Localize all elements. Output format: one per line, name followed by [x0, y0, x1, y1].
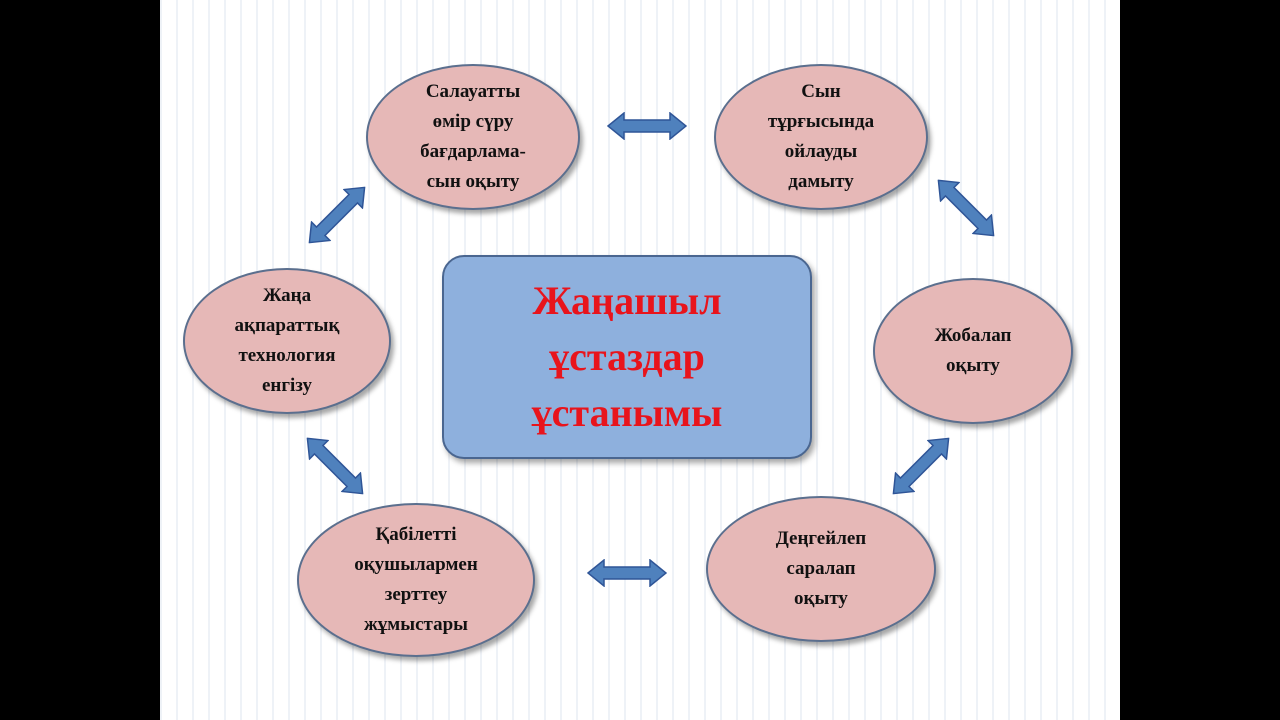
double-arrow-icon — [587, 559, 667, 587]
double-arrow-icon — [299, 177, 375, 253]
slide: Жаңашыл ұстаздар ұстанымы Салауатты өмір… — [160, 0, 1120, 720]
node-new-ict-label: Жаңа ақпараттық технология енгізу — [234, 285, 340, 396]
node-gifted-research-label: Қабілетті оқушылармен зерттеу жұмыстары — [354, 524, 478, 635]
node-healthy-lifestyle-label: Салауатты өмір сүру бағдарлама- сын оқыт… — [420, 81, 526, 192]
node-critical-thinking-label: Сын тұрғысында ойлауды дамыту — [767, 81, 875, 192]
center-box: Жаңашыл ұстаздар ұстанымы — [442, 255, 812, 459]
double-arrow-icon — [928, 170, 1004, 246]
node-project-learning-label: Жобалап оқыту — [934, 325, 1012, 376]
node-project-learning: Жобалап оқыту — [873, 278, 1073, 424]
node-level-differentiation: Деңгейлеп саралап оқыту — [706, 496, 936, 642]
double-arrow-icon — [883, 428, 959, 504]
node-new-ict: Жаңа ақпараттық технология енгізу — [183, 268, 391, 414]
center-title: Жаңашыл ұстаздар ұстанымы — [531, 278, 723, 435]
node-critical-thinking: Сын тұрғысында ойлауды дамыту — [714, 64, 928, 210]
double-arrow-icon — [297, 428, 373, 504]
node-gifted-research: Қабілетті оқушылармен зерттеу жұмыстары — [297, 503, 535, 657]
node-level-differentiation-label: Деңгейлеп саралап оқыту — [775, 528, 867, 609]
double-arrow-icon — [607, 112, 687, 140]
node-healthy-lifestyle: Салауатты өмір сүру бағдарлама- сын оқыт… — [366, 64, 580, 210]
